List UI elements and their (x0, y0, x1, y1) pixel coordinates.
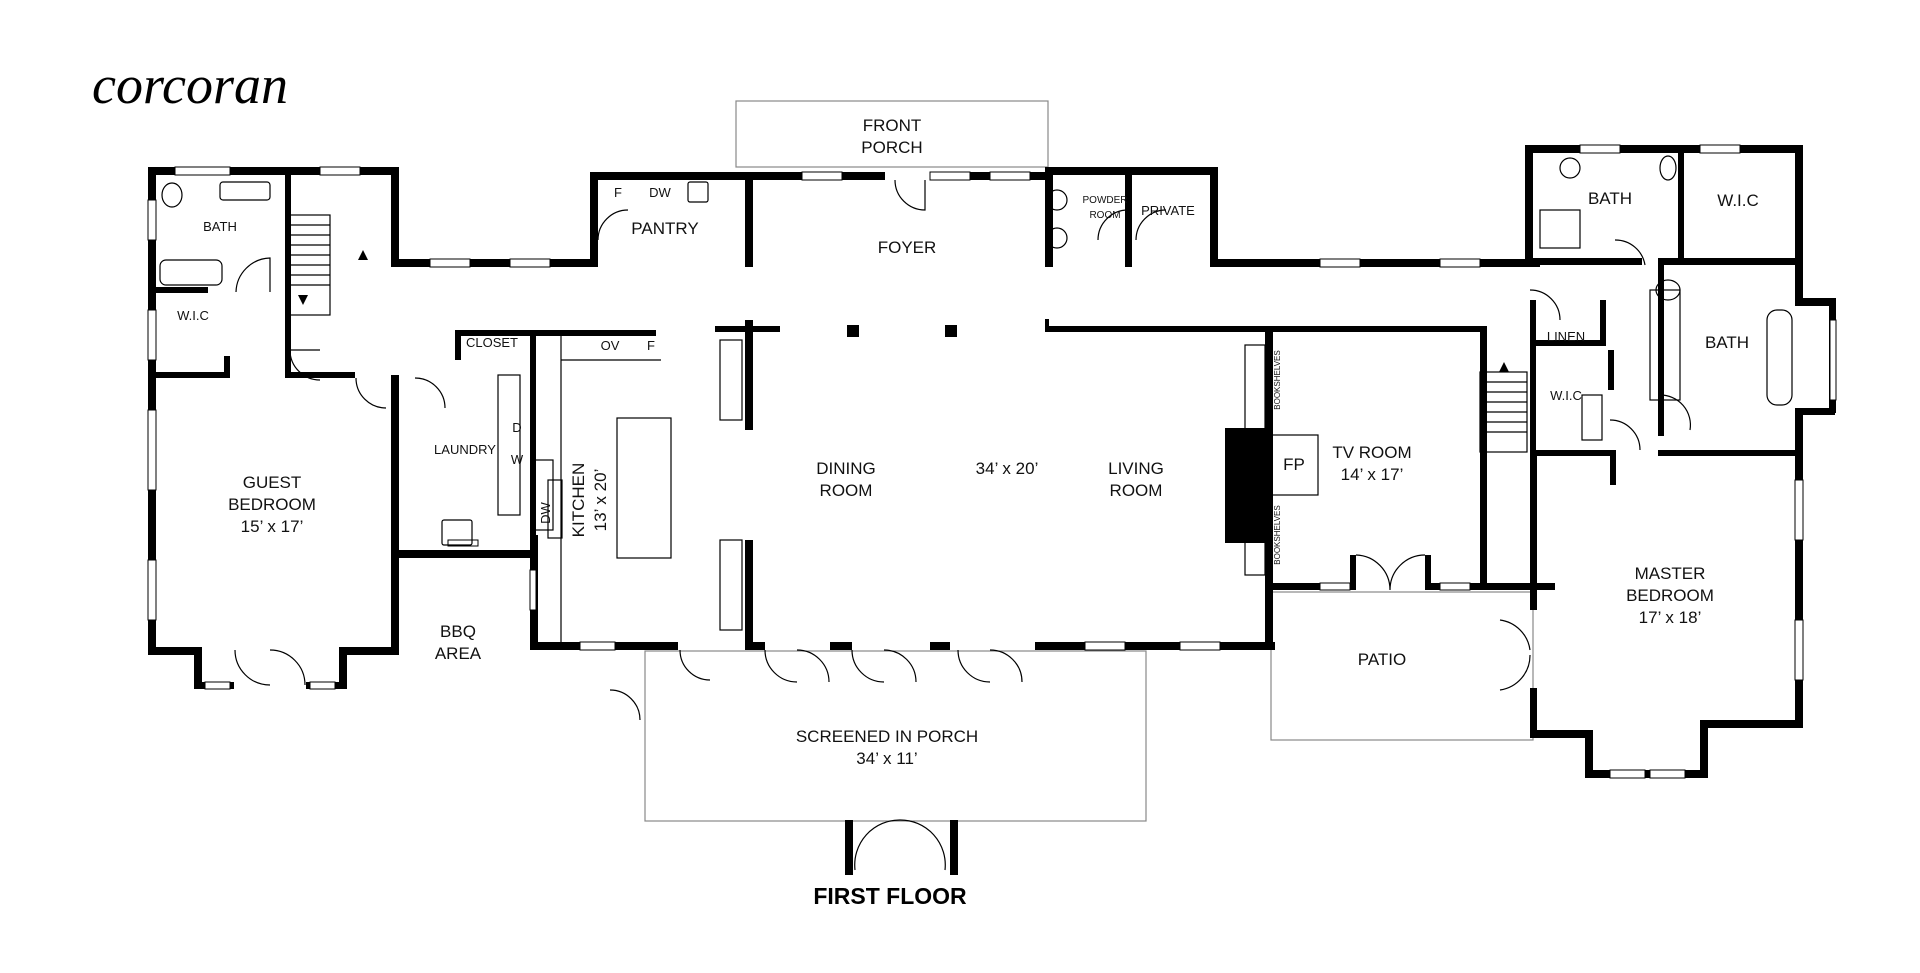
bbq-area-label-1: BBQ (440, 622, 476, 641)
bookshelves-label-bottom: BOOKSHELVES (1273, 505, 1282, 564)
bath-right-label: BATH (1705, 333, 1749, 352)
brand-logo: corcoran (92, 55, 288, 115)
bbq-area-label-2: AREA (435, 644, 482, 663)
master-bedroom-label-2: BEDROOM (1626, 586, 1714, 605)
kitchen-ov-label: OV (601, 338, 620, 353)
guest-bedroom-label-1: GUEST (243, 473, 302, 492)
powder-room-label-1: POWDER (1083, 195, 1128, 206)
bookshelves-label-top: BOOKSHELVES (1273, 350, 1282, 409)
wic-right-label: W.I.C (1550, 388, 1582, 403)
pantry-f-label: F (614, 185, 622, 200)
front-porch-label-2: PORCH (861, 138, 922, 157)
dining-room-label-1: DINING (816, 459, 876, 478)
master-bedroom-label-1: MASTER (1635, 564, 1706, 583)
laundry-w-label: W (511, 452, 524, 467)
foyer-label: FOYER (878, 238, 937, 257)
windows (147, 144, 1837, 779)
master-bedroom-dims: 17’ x 18’ (1639, 608, 1702, 627)
main-room-dims: 34’ x 20’ (976, 459, 1039, 478)
fixtures (159, 155, 1793, 871)
living-room-label-1: LIVING (1108, 459, 1164, 478)
floor-title: FIRST FLOOR (813, 883, 967, 909)
kitchen-dw-label: DW (538, 501, 553, 523)
laundry-d-label: D (512, 420, 521, 435)
wic-left-label: W.I.C (177, 308, 209, 323)
wic-right-top-label: W.I.C (1717, 191, 1759, 210)
laundry-label: LAUNDRY (434, 442, 496, 457)
room-labels: FRONT PORCH FOYER PANTRY F DW POWDER ROO… (177, 116, 1759, 768)
private-label: PRIVATE (1141, 203, 1195, 218)
kitchen-label: KITCHEN (569, 463, 588, 538)
screened-porch-dims: 34’ x 11’ (856, 749, 917, 768)
patio-label: PATIO (1358, 650, 1407, 669)
tv-room-dims: 14’ x 17’ (1341, 465, 1404, 484)
screened-porch-label: SCREENED IN PORCH (796, 727, 978, 746)
guest-bedroom-dims: 15’ x 17’ (241, 517, 304, 536)
linen-label: LINEN (1547, 329, 1585, 344)
living-room-label-2: ROOM (1110, 481, 1163, 500)
walls (148, 145, 1836, 875)
bath-left-label: BATH (203, 219, 237, 234)
fireplace (1269, 434, 1319, 496)
kitchen-f-label: F (647, 338, 655, 353)
tv-room-label: TV ROOM (1332, 443, 1411, 462)
powder-room-label-2: ROOM (1089, 210, 1120, 221)
pantry-dw-label: DW (649, 185, 671, 200)
bath-right-top-label: BATH (1588, 189, 1632, 208)
fp-label: FP (1283, 455, 1305, 474)
front-porch-label-1: FRONT (863, 116, 922, 135)
porch-outlines (644, 100, 1534, 822)
dining-room-label-2: ROOM (820, 481, 873, 500)
guest-bedroom-label-2: BEDROOM (228, 495, 316, 514)
closet-label: CLOSET (466, 335, 518, 350)
kitchen-dims: 13’ x 20’ (591, 469, 610, 532)
pantry-label: PANTRY (631, 219, 698, 238)
